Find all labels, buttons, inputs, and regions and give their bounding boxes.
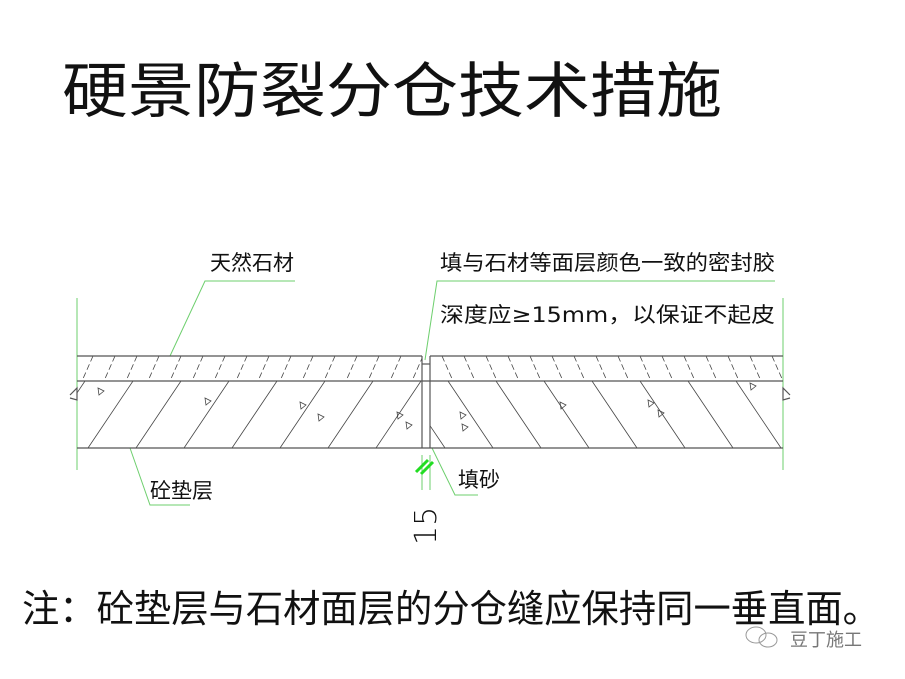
hatch-line: [135, 380, 182, 448]
note-text: 注：砼垫层与石材面层的分仓缝应保持同一垂直面。: [22, 587, 880, 631]
hatch-line: [367, 356, 380, 382]
hatch-left: [60, 356, 517, 448]
hatch-line: [617, 356, 630, 382]
layers: [69, 355, 791, 449]
hatch-line: [60, 356, 71, 381]
hatch-line: [279, 380, 326, 448]
hatch-line: [235, 356, 248, 382]
hatch-line: [551, 356, 564, 382]
hatch-line: [87, 380, 134, 448]
hatch-line: [495, 380, 542, 448]
hatch-right: [430, 356, 877, 448]
hatch-line: [411, 357, 422, 382]
hatch-line: [191, 356, 204, 382]
boundary-lines: [76, 280, 784, 506]
hatch-line: [816, 356, 827, 381]
leader-sealant: [424, 280, 775, 361]
hatch-line: [77, 380, 86, 394]
hatch-line: [375, 380, 422, 448]
hatch-line: [683, 356, 696, 382]
hatch-line: [794, 356, 805, 381]
hatch-line: [257, 356, 270, 382]
wechat-icon: [745, 626, 778, 648]
aggregate-mark: [461, 423, 469, 432]
hatch-line: [389, 356, 402, 382]
hatch-line: [784, 381, 829, 448]
hatch-line: [125, 356, 138, 382]
hatch-line: [441, 356, 454, 382]
aggregate-mark: [396, 411, 404, 420]
dimension-15: 15: [409, 507, 444, 545]
label-sand: 填砂: [458, 468, 500, 492]
drawing-title: 硬景防裂分仓技术措施: [62, 57, 722, 127]
hatch-line: [183, 380, 230, 448]
label-stone: 天然石材: [210, 251, 294, 275]
hatch-line: [507, 356, 520, 382]
hatch-line: [147, 356, 160, 382]
label-sealant-2: 深度应≥15mm，以保证不起皮: [440, 303, 775, 327]
hatch-line: [430, 424, 446, 448]
aggregate-mark: [317, 413, 325, 422]
leader-concrete: [129, 447, 190, 506]
aggregate-mark: [97, 387, 105, 396]
aggregate-mark: [647, 399, 655, 408]
leader-stone: [169, 280, 295, 357]
dimension-ticks: [414, 458, 435, 476]
hatch-line: [735, 380, 782, 448]
aggregate-mark: [657, 409, 665, 418]
hatch-line: [832, 381, 877, 448]
hatch-line: [424, 381, 469, 448]
hatch-line: [705, 356, 718, 382]
hatch-line: [345, 356, 358, 382]
hatch-line: [447, 380, 494, 448]
hatch-line: [771, 356, 783, 382]
aggregate-mark: [299, 401, 307, 410]
hatch-line: [231, 380, 278, 448]
aggregate-mark: [204, 397, 212, 406]
hatch-line: [81, 356, 94, 382]
hatch-line: [485, 356, 498, 382]
hatch-line: [327, 380, 374, 448]
label-sealant-1: 填与石材等面层颜色一致的密封胶: [440, 251, 775, 275]
leader-sand: [431, 447, 478, 496]
hatch-line: [529, 356, 542, 382]
hatch-line: [639, 356, 652, 382]
hatch-line: [591, 380, 638, 448]
aggregate-mark: [405, 421, 413, 430]
hatch-line: [463, 356, 476, 382]
aggregate-marks: [97, 382, 757, 432]
hatch-line: [301, 356, 314, 382]
hatch-line: [727, 356, 740, 382]
hatch-line: [169, 356, 182, 382]
hatch-line: [749, 356, 762, 382]
hatch-line: [323, 356, 336, 382]
hatch-line: [279, 356, 292, 382]
aggregate-mark: [459, 411, 467, 420]
hatch-line: [661, 356, 674, 382]
hatch-line: [213, 356, 226, 382]
aggregate-mark: [749, 382, 757, 391]
hatch-line: [472, 381, 517, 448]
aggregate-mark: [559, 401, 567, 410]
hatch-line: [103, 356, 116, 382]
hatch-line: [595, 356, 608, 382]
hatch-line: [543, 380, 590, 448]
watermark: 豆丁施工: [790, 630, 862, 651]
hatch-line: [687, 380, 734, 448]
hatch-line: [573, 356, 586, 382]
label-concrete: 砼垫层: [150, 479, 213, 503]
